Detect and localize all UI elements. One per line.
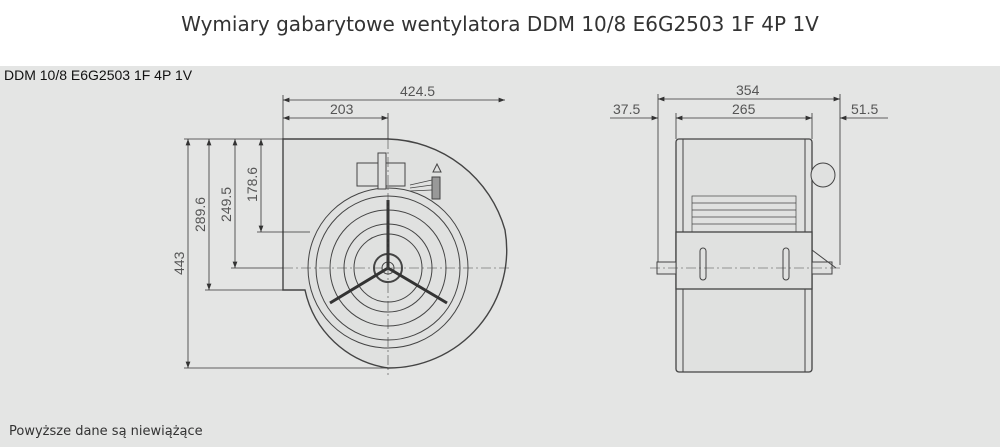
model-label: DDM 10/8 E6G2503 1F 4P 1V [4,67,193,83]
front-view [184,95,510,375]
warning-icon [432,162,442,173]
side-view [610,94,888,373]
mounting-band [675,231,813,290]
dim-body-width: 265 [732,101,756,117]
dim-overall-height: 443 [171,251,187,275]
dim-overall-width: 424.5 [400,83,435,99]
dim-h2: 249.5 [218,187,234,222]
page-title: Wymiary gabarytowe wentylatora DDM 10/8 … [181,12,819,36]
terminal-block [431,176,441,200]
motor-capacitor [810,162,836,188]
dim-h3: 178.6 [244,167,260,202]
fan-housing-outline [282,138,508,369]
disclaimer-note: Powyższe dane są niewiążące [9,424,203,439]
dim-right-overhang: 51.5 [851,101,878,117]
dim-left-overhang: 37.5 [613,101,640,117]
dim-side-overall-width: 354 [736,82,760,98]
dim-h1: 289.6 [192,197,208,232]
dim-housing-to-axis: 203 [330,101,354,117]
